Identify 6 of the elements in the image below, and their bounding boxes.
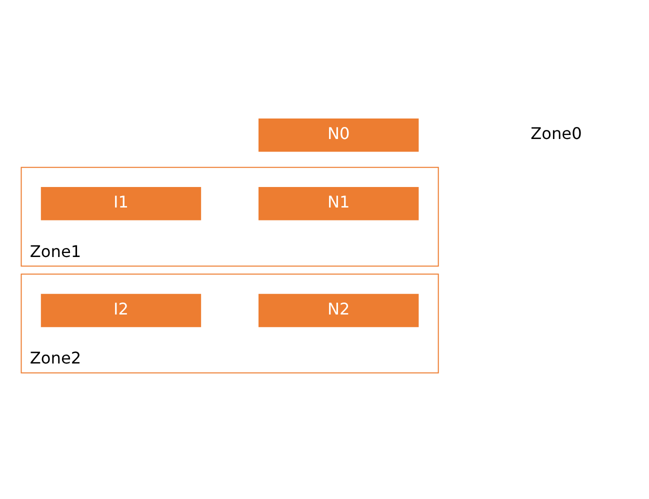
node-box: I2 bbox=[40, 293, 202, 327]
node-box: N0 bbox=[258, 118, 419, 152]
node-box: N1 bbox=[258, 186, 419, 220]
node-box: I1 bbox=[40, 186, 202, 220]
label: Zone0 bbox=[530, 123, 582, 142]
node-box: N2 bbox=[258, 293, 419, 327]
